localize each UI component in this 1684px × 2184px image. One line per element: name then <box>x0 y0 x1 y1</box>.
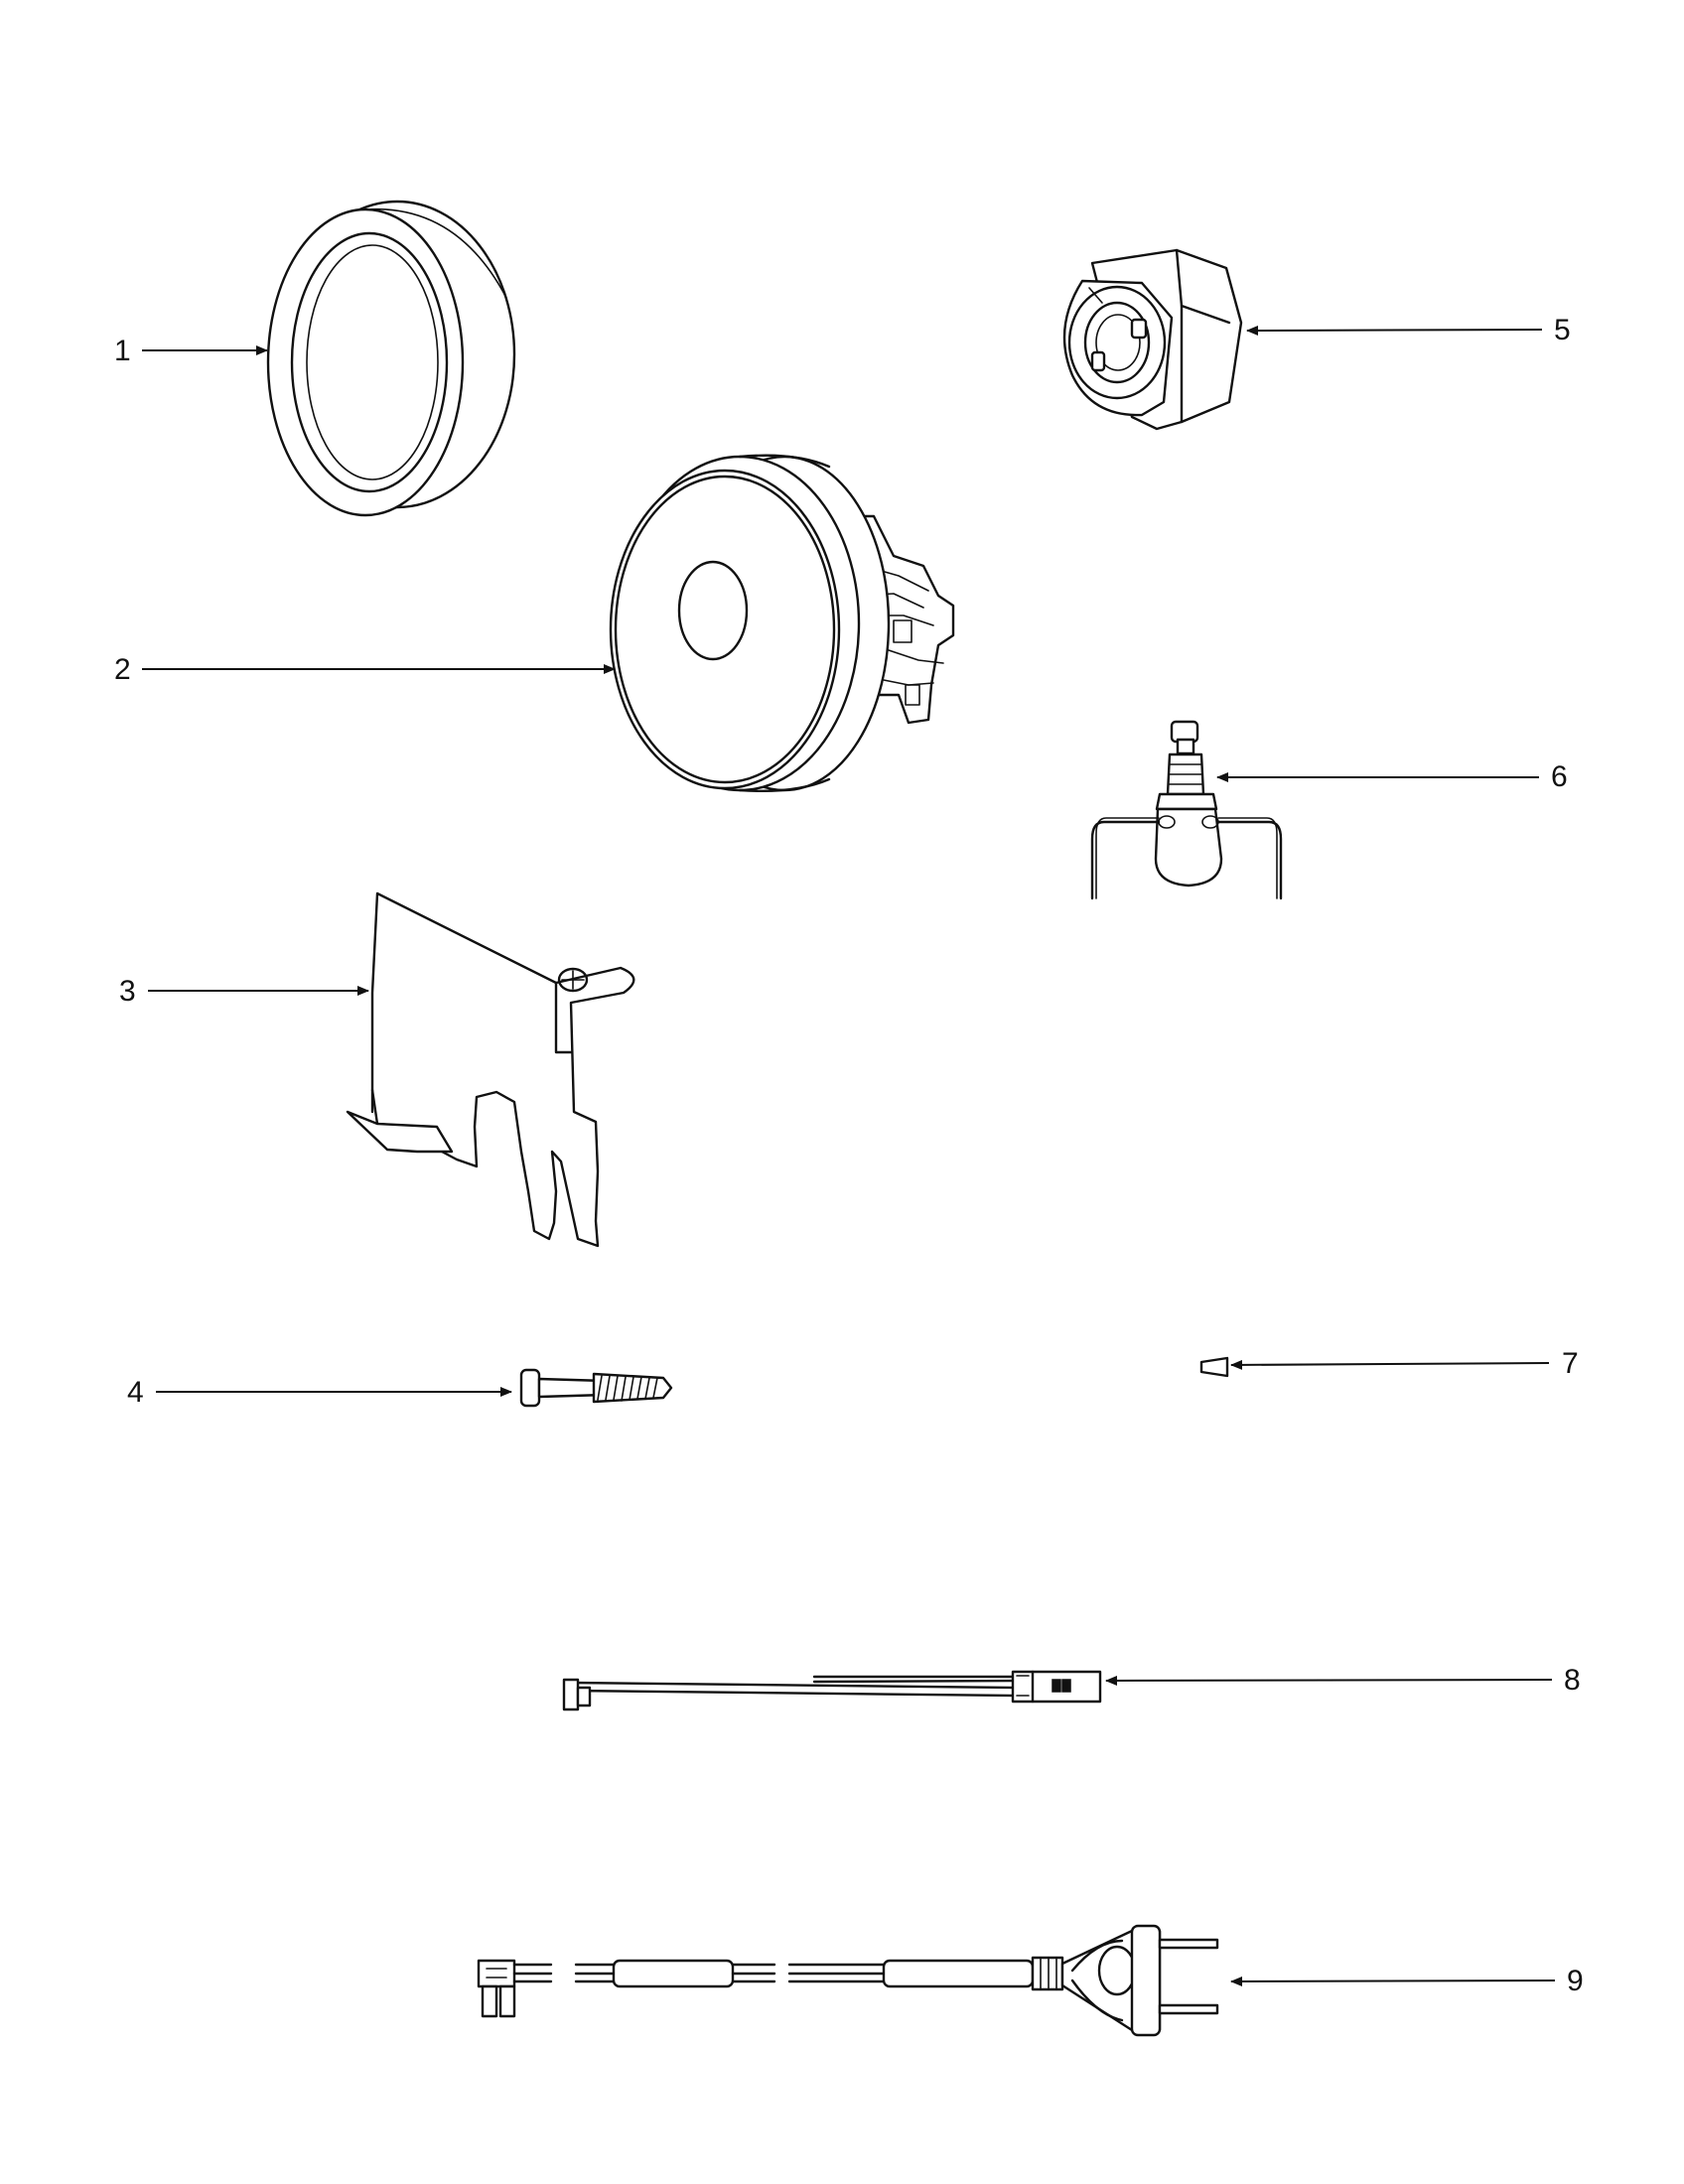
part-6-light-bulb <box>1090 720 1283 900</box>
callout-2: 2 <box>114 653 616 686</box>
callout-1-number: 1 <box>114 335 131 367</box>
part-8-wire-harness <box>562 1670 1102 1711</box>
callout-5: 5 <box>1246 314 1571 346</box>
callout-4-number: 4 <box>127 1376 144 1409</box>
callout-9-leader-arrow <box>1230 1976 1556 1986</box>
part-2-motor <box>609 454 955 793</box>
callout-6: 6 <box>1216 760 1568 793</box>
callout-6-number: 6 <box>1551 760 1568 793</box>
callout-8-leader-arrow <box>1105 1675 1553 1686</box>
callout-7-number: 7 <box>1562 1347 1579 1380</box>
part-1-gasket-ring <box>266 200 516 517</box>
callout-1: 1 <box>114 335 268 367</box>
callout-8-number: 8 <box>1564 1664 1581 1697</box>
callout-9-number: 9 <box>1567 1965 1584 1997</box>
callout-8: 8 <box>1105 1664 1581 1697</box>
part-7-clip <box>1199 1356 1229 1378</box>
part-4-screw <box>519 1368 673 1408</box>
part-5-switch-housing <box>1062 248 1243 431</box>
callout-4: 4 <box>127 1376 512 1409</box>
callout-7-leader-arrow <box>1230 1359 1550 1370</box>
callout-9: 9 <box>1230 1965 1584 1997</box>
callout-3-number: 3 <box>119 975 136 1008</box>
part-9-power-cord <box>477 1924 1219 2037</box>
callout-3: 3 <box>119 975 369 1008</box>
callout-7: 7 <box>1230 1347 1579 1380</box>
callout-2-number: 2 <box>114 653 131 686</box>
callout-5-number: 5 <box>1554 314 1571 346</box>
callout-5-leader-arrow <box>1246 325 1543 336</box>
part-3-shield-bracket <box>346 891 635 1248</box>
